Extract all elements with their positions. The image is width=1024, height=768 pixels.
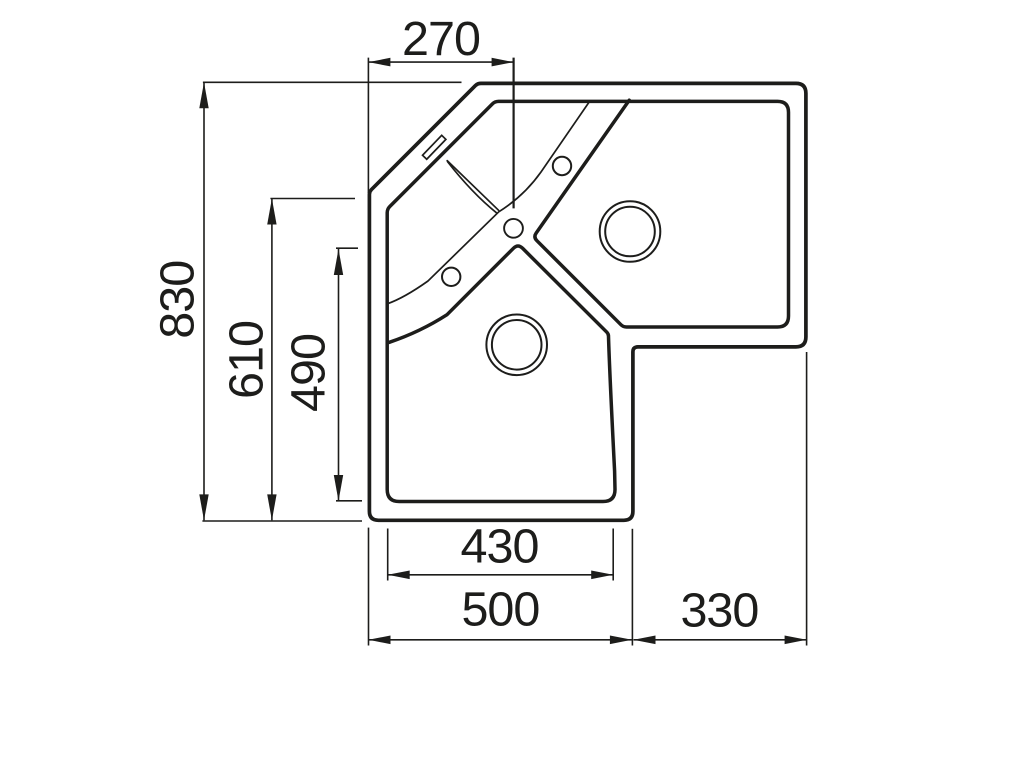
svg-text:610: 610 — [220, 321, 274, 399]
svg-text:830: 830 — [151, 261, 205, 339]
svg-text:330: 330 — [680, 583, 758, 637]
svg-text:490: 490 — [282, 334, 336, 412]
svg-text:430: 430 — [461, 520, 539, 574]
svg-text:270: 270 — [402, 12, 480, 66]
svg-text:500: 500 — [461, 583, 539, 637]
